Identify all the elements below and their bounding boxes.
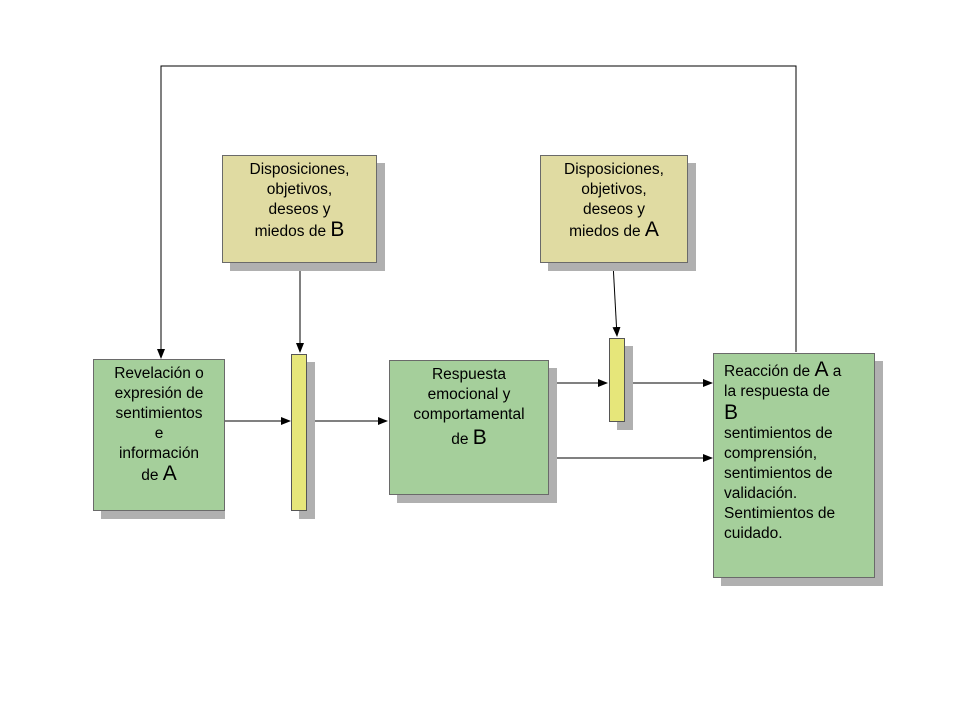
reaction-rest-line2: comprensión, xyxy=(724,445,818,462)
dispositions-a-emph: A xyxy=(644,218,659,241)
revelation-line6-prefix: de xyxy=(141,467,163,484)
reaction-a-box: Reacción de A a la respuesta de B sentim… xyxy=(713,353,875,578)
dispositions-a-line1: Disposiciones, xyxy=(564,161,664,178)
response-line1: Respuesta xyxy=(431,366,507,383)
revelation-line1: Revelación o xyxy=(114,365,204,382)
reaction-emph-b: B xyxy=(724,401,739,424)
dispositions-a-box: Disposiciones, objetivos, deseos y miedo… xyxy=(540,155,688,263)
arrow-dispa-to-bar2 xyxy=(612,262,621,337)
junction-bar-1 xyxy=(291,354,307,511)
dispositions-b-line1: Disposiciones, xyxy=(249,161,350,178)
response-b-box: Respuesta emocional y comportamental de … xyxy=(389,360,549,495)
reaction-rest-line5: Sentimientos de xyxy=(724,505,836,522)
revelation-emph: A xyxy=(162,462,177,485)
revelation-line4: e xyxy=(154,425,164,442)
revelation-line5: información xyxy=(118,445,200,462)
response-line4-prefix: de xyxy=(451,431,473,448)
reaction-line1-suffix: a xyxy=(828,363,842,380)
dispositions-b-line2: objetivos, xyxy=(266,181,333,198)
revelation-line2: expresión de xyxy=(114,385,204,402)
junction-bar-2 xyxy=(609,338,625,422)
dispositions-a-line2: objetivos, xyxy=(581,181,647,198)
revelation-line3: sentimientos xyxy=(115,405,203,422)
dispositions-b-line3: deseos y xyxy=(268,201,331,218)
dispositions-b-box: Disposiciones, objetivos, deseos y miedo… xyxy=(222,155,377,263)
reaction-line2: la respuesta de xyxy=(724,383,830,400)
dispositions-a-line3: deseos y xyxy=(582,201,646,218)
reaction-rest-line4: validación. xyxy=(724,485,798,502)
revelation-a-box: Revelación o expresión de sentimientos e… xyxy=(93,359,225,511)
reaction-line1-prefix: Reacción de xyxy=(724,363,815,380)
response-emph: B xyxy=(472,426,487,449)
feedback-loop-arrow xyxy=(157,65,797,359)
reaction-rest-line6: cuidado. xyxy=(724,525,783,542)
reaction-rest-line1: sentimientos de xyxy=(724,425,833,442)
dispositions-a-line4-prefix: miedos de xyxy=(569,223,645,240)
response-line2: emocional y xyxy=(427,386,511,403)
dispositions-b-emph: B xyxy=(330,218,345,241)
response-line3: comportamental xyxy=(413,406,525,423)
dispositions-b-line4-prefix: miedos de xyxy=(254,223,331,240)
reaction-rest-line3: sentimientos de xyxy=(724,465,833,482)
reaction-emph-a: A xyxy=(814,358,829,381)
